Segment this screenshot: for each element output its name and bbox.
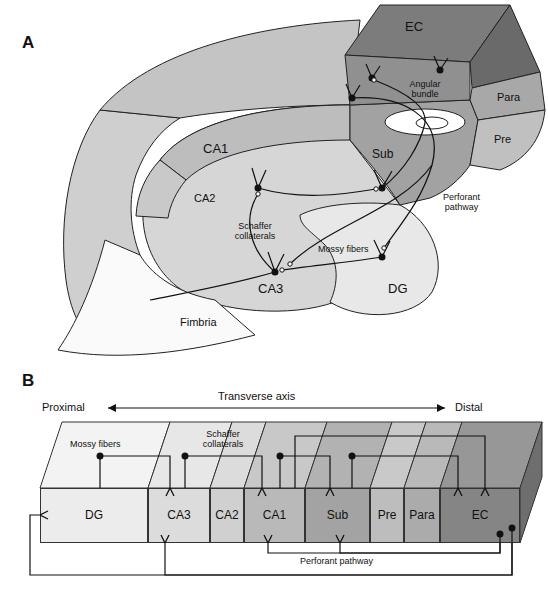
- pathway-connector-group: [277, 453, 331, 489]
- terminal: [382, 246, 386, 250]
- pathway-connector: [165, 543, 512, 575]
- pathway-connector-group: [340, 543, 500, 553]
- soma: [379, 185, 386, 192]
- axon-stem: [499, 534, 500, 543]
- fiber: [150, 272, 275, 300]
- pathway-connector-group: [268, 543, 500, 553]
- ca2-region: [136, 160, 186, 218]
- pathway-connector-group: [349, 453, 459, 489]
- region-block: Para: [404, 488, 440, 543]
- pathway-connector-group: [30, 515, 512, 575]
- panel-letter: B: [22, 372, 34, 391]
- region-label: CA2: [194, 192, 215, 204]
- pathway-label: Schaffer collaterals: [192, 430, 254, 450]
- terminal: [256, 192, 260, 196]
- pathway-connector: [185, 456, 262, 488]
- terminal: [288, 262, 292, 266]
- fiber: [282, 257, 382, 270]
- transverse-axis-arrow: [108, 407, 445, 408]
- region-label: Pre: [494, 133, 511, 145]
- side-face: [520, 422, 542, 543]
- terminal: [280, 268, 284, 272]
- pathway-connector: [352, 456, 458, 488]
- region-label: Fimbria: [180, 316, 217, 328]
- panel-a-terminals: [256, 78, 386, 272]
- block-label: Sub: [327, 509, 348, 522]
- region-label: DG: [388, 282, 408, 296]
- soma: [182, 453, 189, 460]
- soma: [97, 453, 104, 460]
- block-label: CA1: [263, 509, 286, 522]
- soma: [369, 75, 376, 82]
- block-label: DG: [85, 509, 103, 522]
- region-label: Sub: [372, 148, 393, 161]
- block-label: CA2: [215, 509, 238, 522]
- fiber: [352, 98, 434, 248]
- pathway-connector-group: [182, 453, 263, 489]
- soma: [509, 525, 516, 532]
- panel-letter: A: [22, 34, 34, 53]
- pathway-connector: [280, 456, 330, 488]
- block-label: EC: [472, 509, 489, 522]
- block-label: CA3: [167, 509, 190, 522]
- pathway-connector-group: [165, 543, 512, 575]
- pathway-label: Perforant pathway: [300, 557, 373, 567]
- pathway-connector-group: [295, 436, 485, 488]
- block-label: Para: [409, 509, 434, 522]
- axis-label: Transverse axis: [218, 390, 295, 402]
- region-block: DG: [40, 488, 148, 543]
- soma: [379, 254, 386, 261]
- region-block: CA3: [148, 488, 210, 543]
- pathway-connector-group: [97, 453, 171, 489]
- pathway-label: Mossy fibers: [70, 440, 121, 450]
- slab-top-faces: [40, 422, 542, 543]
- region-label: CA3: [258, 282, 283, 296]
- axis-label: Proximal: [42, 401, 85, 413]
- fimbria-flap: [58, 240, 255, 355]
- angular-bundle-ring: [416, 117, 448, 129]
- pathway-connector: [100, 456, 170, 488]
- soma: [349, 95, 356, 102]
- axon-stem: [511, 528, 512, 543]
- panel-a-regions: [58, 5, 545, 355]
- subiculum-region: [350, 100, 478, 205]
- region-label: Para: [497, 91, 520, 103]
- terminal: [372, 78, 376, 82]
- panel-a-fibers: [150, 56, 448, 300]
- pathway-label: Angular bundle: [400, 80, 450, 100]
- region-block: EC: [440, 488, 520, 543]
- fiber: [290, 165, 432, 264]
- pathway-label: Schaffer collaterals: [226, 222, 284, 242]
- block-label: Pre: [378, 509, 397, 522]
- terminal: [374, 187, 378, 191]
- pathway-label: Mossy fibers: [318, 245, 369, 255]
- pathway-connector: [268, 543, 500, 553]
- presubiculum-region: [470, 110, 545, 170]
- axis-label: Distal: [455, 401, 483, 413]
- soma: [349, 453, 356, 460]
- region-label: CA1: [203, 142, 228, 156]
- pathway-connector: [340, 543, 500, 553]
- region-block: CA2: [210, 488, 244, 543]
- pathway-label: Perforant pathway: [434, 193, 489, 213]
- top-surface: [100, 20, 360, 118]
- fiber: [258, 188, 376, 195]
- region-block: CA1: [244, 488, 305, 543]
- pathway-connector: [30, 515, 512, 575]
- region-block: Sub: [305, 488, 370, 543]
- region-block: Pre: [370, 488, 404, 543]
- region-label: EC: [405, 20, 423, 34]
- soma: [497, 531, 504, 538]
- top-face: [40, 422, 170, 488]
- soma: [437, 67, 444, 74]
- soma: [277, 453, 284, 460]
- soma: [255, 185, 262, 192]
- soma: [272, 269, 279, 276]
- pathway-connector: [295, 436, 485, 488]
- ca1-region: [160, 105, 350, 180]
